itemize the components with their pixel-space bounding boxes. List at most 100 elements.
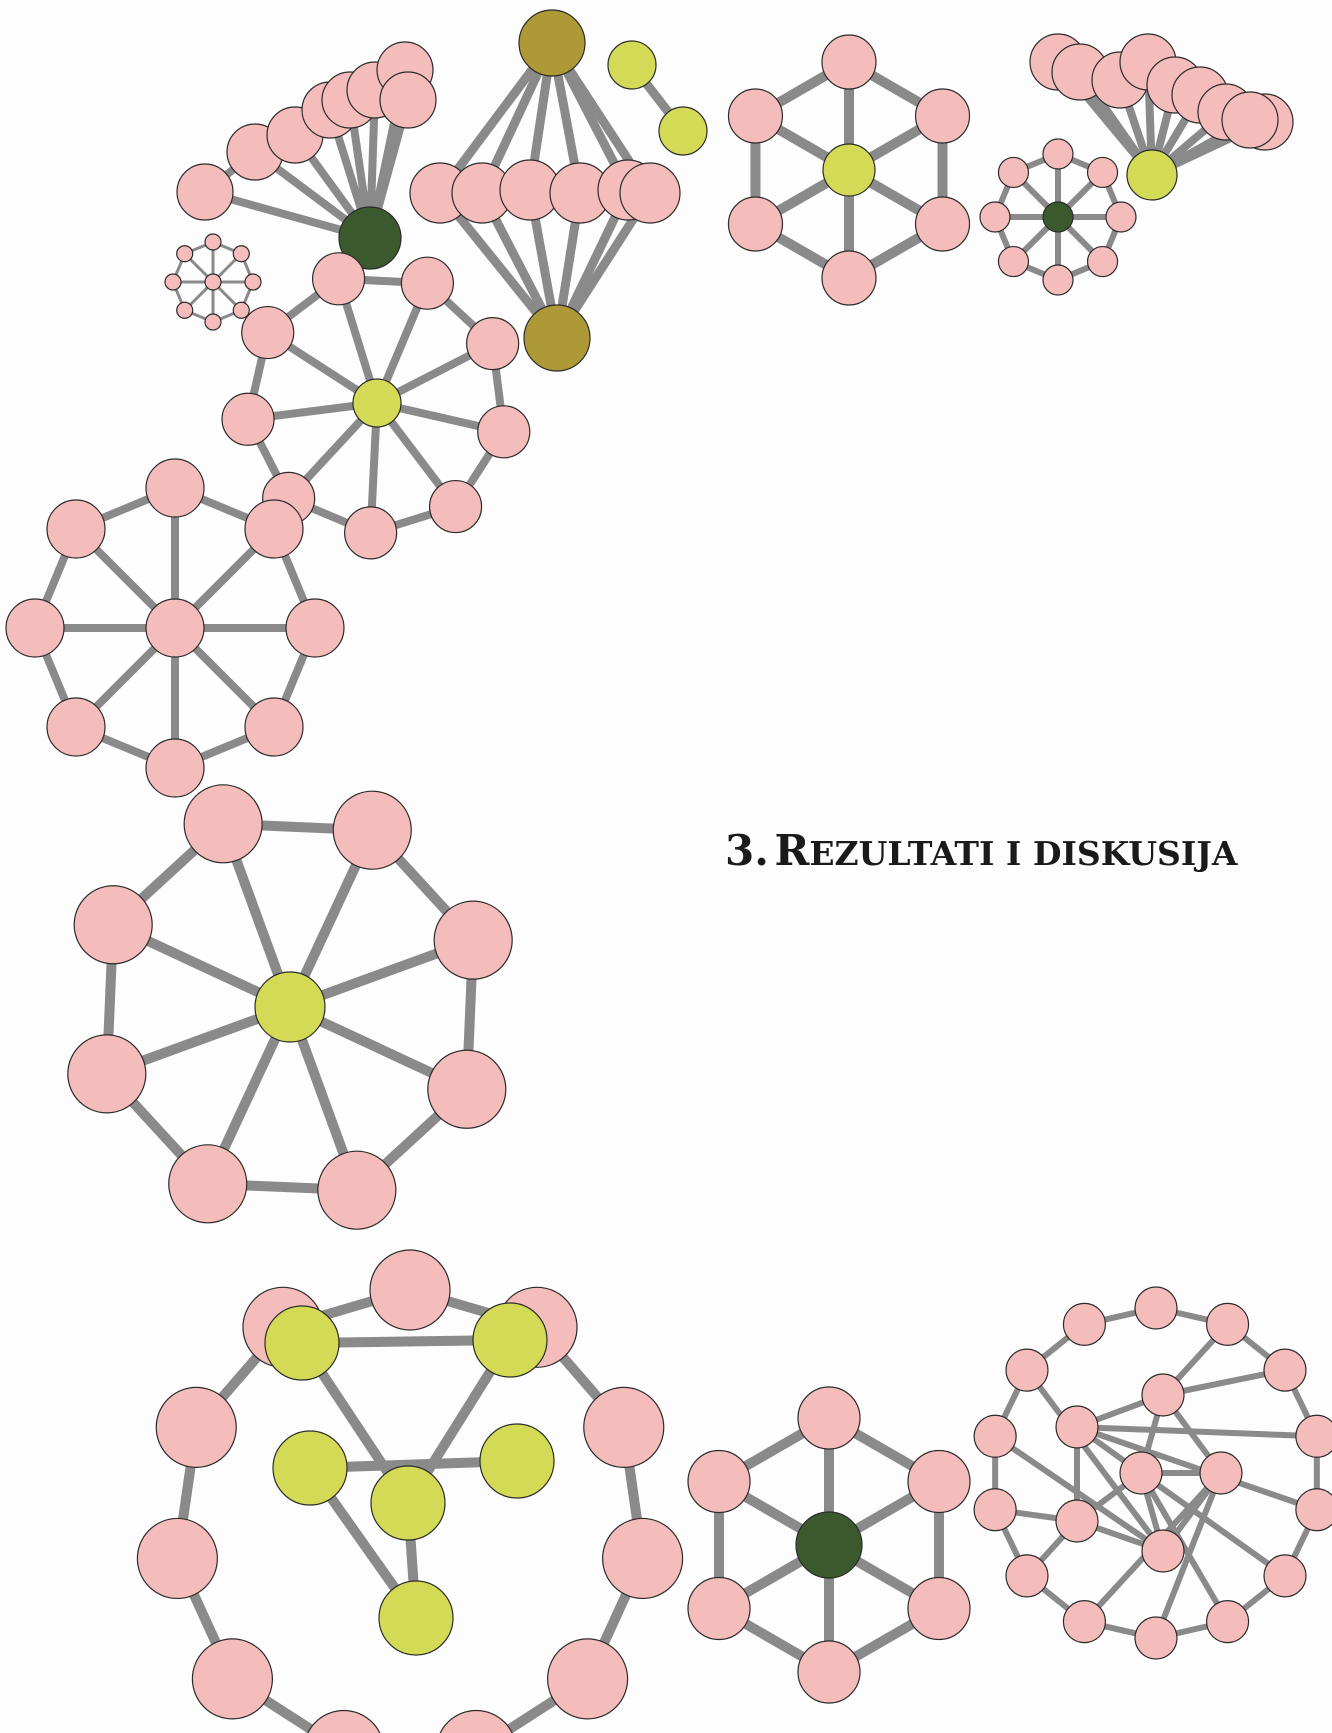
- atom-circle: [1006, 1555, 1048, 1597]
- atom-circle: [6, 599, 64, 657]
- atom-circle: [245, 698, 303, 756]
- atom-circle: [1142, 1530, 1184, 1572]
- atom-circle: [798, 1387, 860, 1449]
- atom-circle: [68, 1035, 146, 1113]
- atom-circle: [608, 41, 656, 89]
- atom-circle: [974, 1415, 1016, 1457]
- atom-circle: [1296, 1415, 1332, 1457]
- atom-circle: [430, 481, 482, 533]
- atom-circle: [1088, 157, 1118, 187]
- atom-circle: [265, 1306, 339, 1380]
- chapter-title-text: REZULTATI I DISKUSIJA: [774, 850, 1237, 869]
- atom-circle: [255, 972, 325, 1042]
- atom-circle: [177, 302, 193, 318]
- atom-circle: [908, 1578, 970, 1640]
- atom-circle: [379, 1581, 453, 1655]
- atom-circle: [245, 274, 261, 290]
- atom-circle: [47, 698, 105, 756]
- chapter-number: 3.: [725, 826, 769, 875]
- atom-circle: [822, 35, 876, 89]
- atom-circle: [177, 164, 233, 220]
- atom-circle: [1207, 1601, 1249, 1643]
- atom-circle: [1207, 1303, 1249, 1345]
- atom-circle: [318, 1151, 396, 1229]
- atom-circle: [222, 393, 274, 445]
- atom-circle: [1135, 1617, 1177, 1659]
- atom-circle: [1135, 1287, 1177, 1329]
- atom-circle: [916, 197, 970, 251]
- atom-circle: [519, 10, 585, 76]
- atom-circle: [908, 1451, 970, 1513]
- atom-circle: [146, 599, 204, 657]
- atom-circle: [371, 1466, 445, 1540]
- atom-circle: [548, 1639, 628, 1719]
- atom-circle: [428, 1050, 506, 1128]
- atom-circle: [1088, 247, 1118, 277]
- atom-circle: [370, 1250, 450, 1330]
- atom-circle: [1056, 1500, 1098, 1542]
- atom-circle: [353, 379, 401, 427]
- atom-circle: [146, 459, 204, 517]
- atom-circle: [467, 318, 519, 370]
- atom-circle: [434, 901, 512, 979]
- chapter-heading: 3. REZULTATI I DISKUSIJA: [725, 826, 1238, 875]
- atom-circle: [156, 1387, 236, 1467]
- atom-circle: [974, 1489, 1016, 1531]
- atom-circle: [1264, 1555, 1306, 1597]
- atom-circle: [603, 1518, 683, 1598]
- atom-circle: [473, 1303, 547, 1377]
- atom-circle: [1006, 1349, 1048, 1391]
- atom-circle: [1296, 1489, 1332, 1531]
- atom-circle: [165, 274, 181, 290]
- atom-circle: [205, 234, 221, 250]
- atom-circle: [478, 406, 530, 458]
- atom-circle: [146, 739, 204, 797]
- atom-circle: [304, 1710, 384, 1733]
- atom-circle: [286, 599, 344, 657]
- atom-circle: [584, 1387, 664, 1467]
- atom-circle: [980, 202, 1010, 232]
- atom-circle: [137, 1518, 217, 1598]
- atom-circle: [273, 1431, 347, 1505]
- atom-circle: [822, 251, 876, 305]
- atom-circle: [380, 72, 436, 128]
- atom-circle: [169, 1145, 247, 1223]
- atom-circle: [1043, 202, 1073, 232]
- atom-circle: [688, 1578, 750, 1640]
- atom-circle: [1200, 1452, 1242, 1494]
- atom-circle: [401, 257, 453, 309]
- atom-circle: [728, 197, 782, 251]
- atom-circle: [1264, 1349, 1306, 1391]
- atom-circle: [177, 246, 193, 262]
- atom-circle: [184, 785, 262, 863]
- atom-circle: [245, 500, 303, 558]
- atom-circle: [1127, 150, 1177, 200]
- atom-circle: [233, 246, 249, 262]
- atom-circle: [796, 1512, 862, 1578]
- atom-circle: [916, 89, 970, 143]
- atom-circle: [1142, 1374, 1184, 1416]
- atom-circle: [233, 302, 249, 318]
- atom-circle: [1043, 139, 1073, 169]
- atom-circle: [242, 307, 294, 359]
- atom-circle: [688, 1451, 750, 1513]
- atom-circle: [313, 253, 365, 305]
- atom-circle: [524, 305, 590, 371]
- atom-circle: [205, 274, 221, 290]
- atom-circle: [333, 791, 411, 869]
- atom-circle: [1222, 92, 1278, 148]
- atom-circle: [620, 163, 680, 223]
- atom-circle: [74, 886, 152, 964]
- atom-circle: [192, 1639, 272, 1719]
- atom-circle: [823, 144, 875, 196]
- atom-circle: [205, 314, 221, 330]
- atom-circle: [1056, 1406, 1098, 1448]
- atom-circle: [1063, 1601, 1105, 1643]
- atom-circle: [728, 89, 782, 143]
- atom-circle: [47, 500, 105, 558]
- atom-circle: [998, 247, 1028, 277]
- atom-circle: [798, 1641, 860, 1703]
- atom-circle: [480, 1424, 554, 1498]
- atom-circle: [1106, 202, 1136, 232]
- atom-circle: [659, 107, 707, 155]
